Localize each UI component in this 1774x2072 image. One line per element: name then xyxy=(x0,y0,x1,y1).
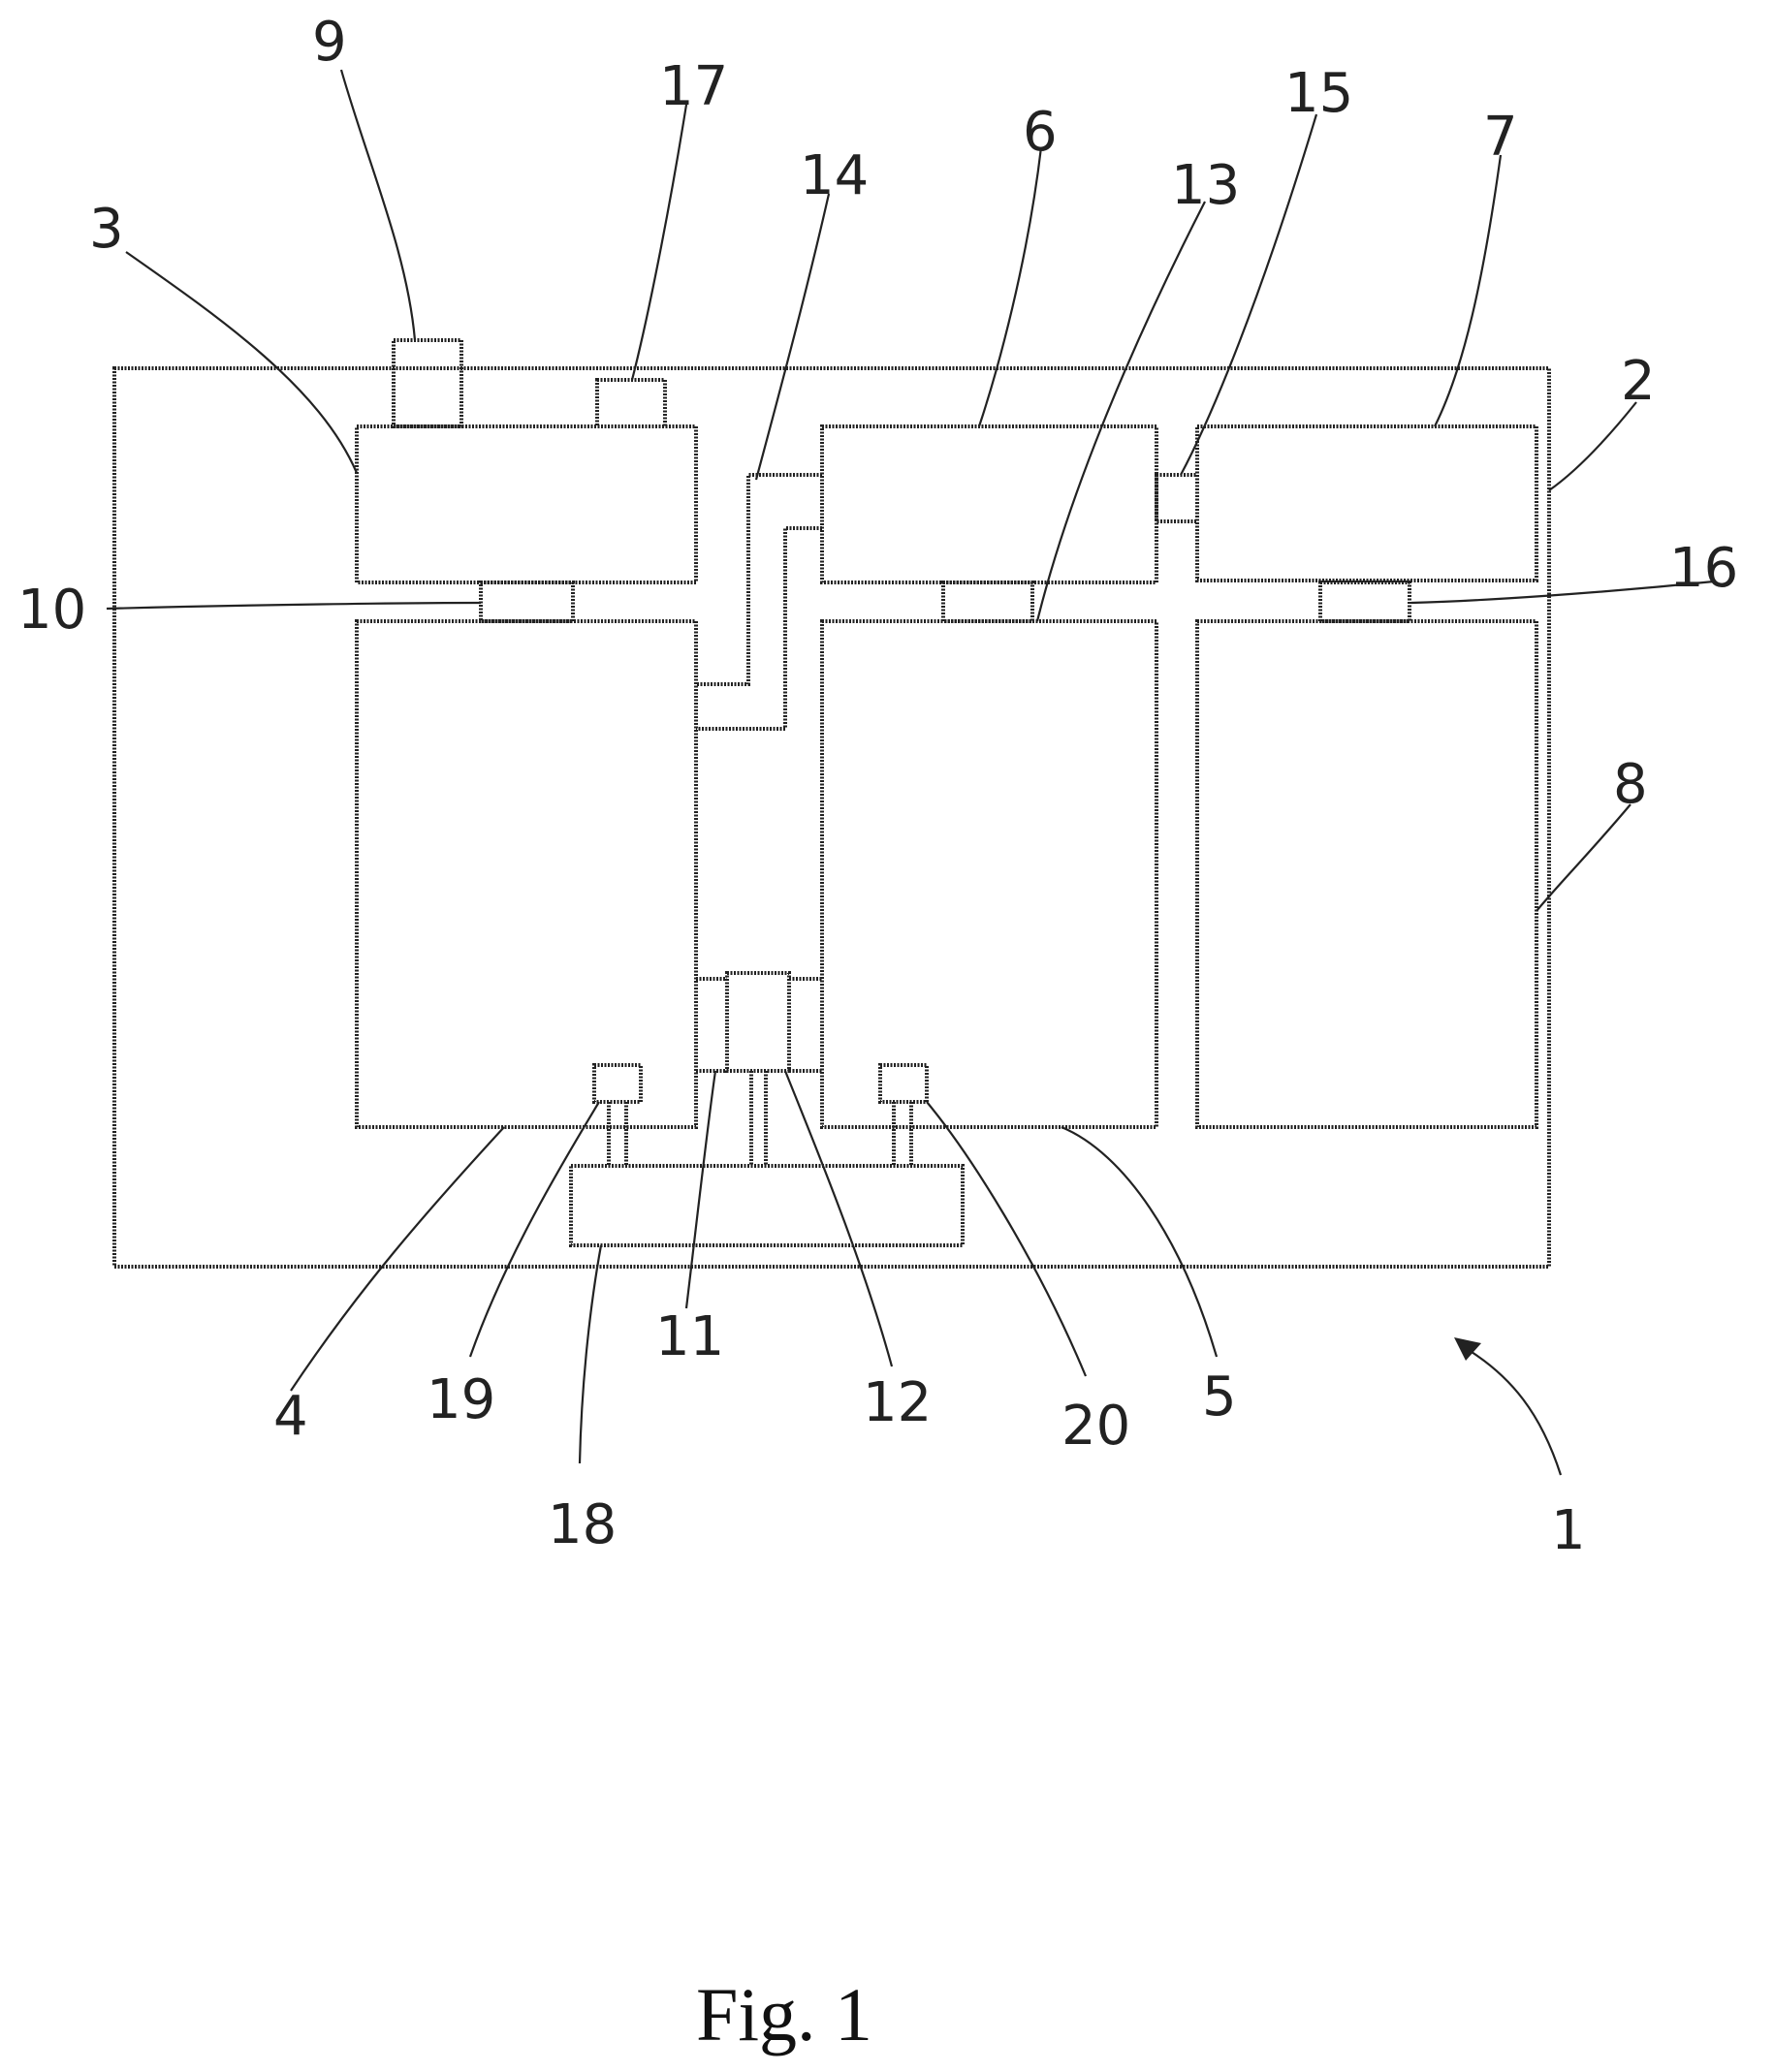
leader-2 xyxy=(1549,402,1636,490)
label-18: 18 xyxy=(548,1493,617,1556)
figure-caption: Fig. 1 xyxy=(696,1972,872,2056)
label-7: 7 xyxy=(1483,106,1518,169)
leader-13 xyxy=(1037,202,1205,621)
label-4: 4 xyxy=(273,1385,308,1448)
label-1: 1 xyxy=(1551,1499,1586,1562)
leader-20 xyxy=(927,1102,1086,1376)
leader-18 xyxy=(580,1245,601,1463)
label-16: 16 xyxy=(1669,537,1738,600)
block-8 xyxy=(1197,621,1536,1127)
leader-3 xyxy=(126,252,357,473)
label-10: 10 xyxy=(17,579,86,642)
block-6 xyxy=(822,426,1156,582)
connector-13 xyxy=(943,582,1032,621)
leader-7 xyxy=(1435,155,1501,426)
leader-6 xyxy=(979,147,1041,426)
label-13: 13 xyxy=(1171,154,1240,217)
connector-10 xyxy=(481,582,573,621)
label-15: 15 xyxy=(1284,62,1353,125)
leader-5 xyxy=(1061,1127,1217,1357)
label-2: 2 xyxy=(1621,350,1656,413)
leader-19 xyxy=(470,1102,599,1357)
component-17 xyxy=(597,380,665,426)
label-11: 11 xyxy=(655,1305,724,1368)
block-7 xyxy=(1197,426,1536,581)
leader-14 xyxy=(756,194,829,480)
label-17: 17 xyxy=(659,55,728,118)
leader-1 xyxy=(1464,1347,1561,1475)
label-3: 3 xyxy=(89,198,124,261)
block-5 xyxy=(822,621,1156,1127)
label-6: 6 xyxy=(1023,101,1058,164)
pipe-14-outer xyxy=(696,475,822,684)
label-20: 20 xyxy=(1061,1395,1130,1458)
block-4 xyxy=(357,621,696,1127)
leader-10 xyxy=(107,603,481,609)
sensor-20 xyxy=(880,1065,927,1102)
component-9 xyxy=(394,340,461,426)
leader-12 xyxy=(785,1071,892,1366)
leader-1-arrowhead xyxy=(1454,1337,1481,1361)
housing-frame xyxy=(114,368,1549,1267)
connector-15 xyxy=(1156,475,1197,521)
label-19: 19 xyxy=(427,1368,495,1431)
leader-17 xyxy=(632,105,686,380)
block-3 xyxy=(357,426,696,582)
label-5: 5 xyxy=(1202,1366,1237,1428)
component-12 xyxy=(727,973,789,1071)
pipe-14-inner xyxy=(696,528,822,729)
leader-11 xyxy=(686,1071,715,1308)
leader-9 xyxy=(341,70,415,340)
label-12: 12 xyxy=(863,1371,932,1434)
base-18 xyxy=(571,1166,963,1245)
label-8: 8 xyxy=(1613,753,1648,816)
label-9: 9 xyxy=(312,11,347,74)
label-14: 14 xyxy=(800,144,869,207)
sensor-19 xyxy=(594,1065,641,1102)
connector-16 xyxy=(1320,582,1410,621)
